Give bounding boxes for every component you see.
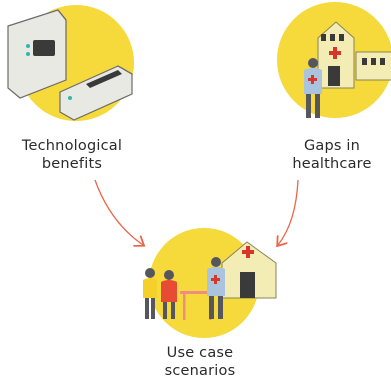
arrow-gaps-to-usecase [278, 179, 299, 245]
usecase-illustration [143, 228, 277, 338]
gaps-label-line2: healthcare [292, 156, 372, 172]
gaps-healthcare-illustration [277, 2, 391, 118]
usecase-label-line2: scenarios [164, 363, 236, 379]
tech-benefits-illustration [7, 5, 134, 121]
tech-label-line2: benefits [41, 156, 103, 172]
usecase-label-line1: Use case [166, 345, 234, 361]
medical-device-icon [7, 9, 133, 121]
hospital-icon [221, 241, 277, 299]
people-group-icon [143, 257, 225, 319]
arrow-tech-to-usecase [94, 179, 143, 245]
usecase-scenarios-label: Use case scenarios [150, 344, 250, 380]
gaps-label-line1: Gaps in [303, 138, 361, 154]
doctor-figure-icon [304, 58, 322, 118]
tech-benefits-label: Technological benefits [0, 137, 144, 173]
hospital-icon [317, 21, 391, 89]
gaps-healthcare-label: Gaps in healthcare [282, 137, 382, 173]
tech-label-line1: Technological [21, 138, 123, 154]
